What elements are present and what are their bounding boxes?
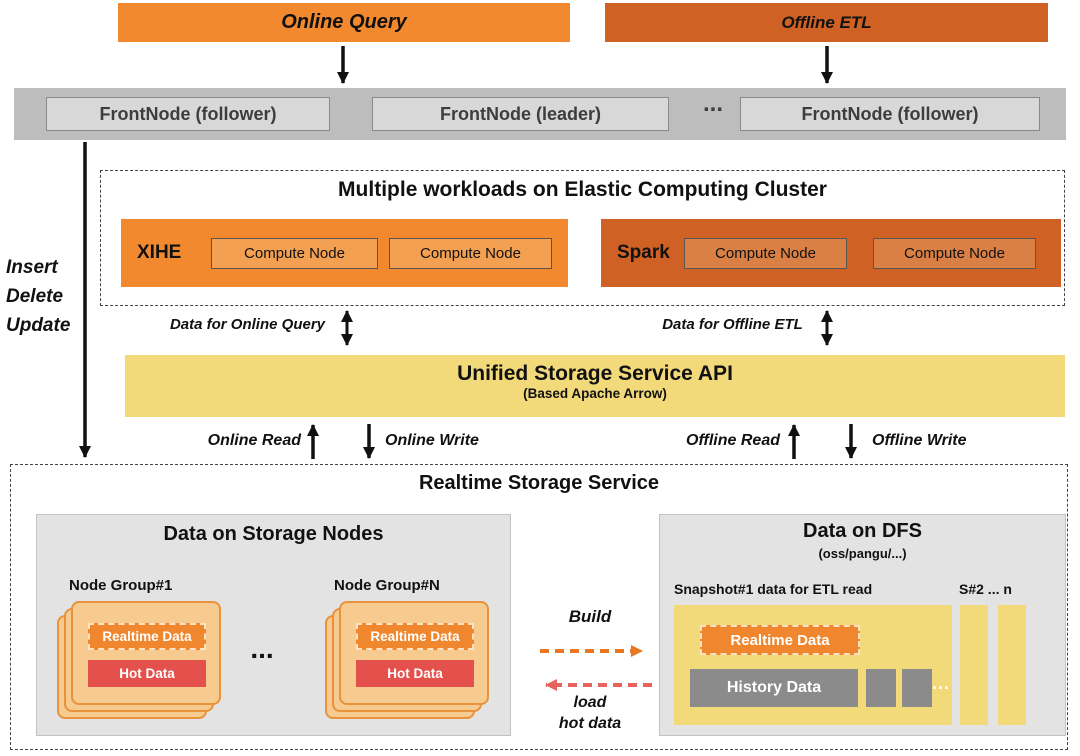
- storage-nodes-panel: Data on Storage Nodes Node Group#1 Node …: [36, 514, 511, 736]
- hot-data-box: Hot Data: [88, 660, 206, 687]
- insert-label: Insert: [6, 257, 58, 278]
- dfs-subtitle: (oss/pangu/...): [818, 546, 907, 561]
- node-groups-ellipsis: ...: [250, 633, 274, 664]
- online-query-box: Online Query: [118, 3, 570, 42]
- hot-data-box: Hot Data: [356, 660, 474, 687]
- load-hot-data-label: load hot data: [558, 694, 622, 732]
- node-group-n-label: Node Group#N: [334, 577, 440, 594]
- offline-write-label: Offline Write: [872, 432, 967, 449]
- build-label: Build: [568, 607, 612, 626]
- dfs-title: Data on DFS: [803, 520, 922, 542]
- realtime-data-box: Realtime Data: [356, 623, 474, 650]
- data-for-online-query-label: Data for Online Query: [169, 316, 326, 333]
- realtime-storage-title: Realtime Storage Service: [418, 472, 660, 494]
- frontnode-follower-1: FrontNode (follower): [46, 97, 330, 131]
- snapshot-strip-2: [960, 605, 988, 725]
- frontnode-leader: FrontNode (leader): [372, 97, 669, 131]
- offline-etl-box: Offline ETL: [605, 3, 1048, 42]
- stack-card-front: Realtime Data Hot Data: [339, 601, 489, 705]
- delete-label: Delete: [6, 286, 64, 307]
- frontnode-ellipsis: ...: [702, 90, 723, 117]
- offline-etl-label: Offline ETL: [781, 12, 872, 32]
- update-label: Update: [6, 315, 71, 336]
- node-group-1-label: Node Group#1: [69, 577, 173, 594]
- storage-nodes-title: Data on Storage Nodes: [163, 523, 384, 545]
- xihe-compute-node-1: Compute Node: [211, 238, 378, 269]
- realtime-storage-service-box: Realtime Storage Service Data on Storage…: [10, 464, 1068, 750]
- online-read-label: Online Read: [207, 432, 301, 449]
- computing-cluster-box: Multiple workloads on Elastic Computing …: [100, 170, 1065, 306]
- xihe-label: XIHE: [137, 242, 182, 263]
- online-query-label: Online Query: [281, 11, 407, 33]
- crud-labels: Insert Delete Update: [6, 253, 92, 340]
- dfs-panel: Data on DFS (oss/pangu/...) Snapshot#1 d…: [659, 514, 1066, 736]
- frontnode-follower-2: FrontNode (follower): [740, 97, 1040, 131]
- unified-storage-api-bar: Unified Storage Service API (Based Apach…: [125, 355, 1065, 417]
- snapshot-more-label: S#2 ... n: [959, 581, 1012, 597]
- snapshot-box: Realtime Data History Data ...: [674, 605, 952, 725]
- snapshot-strip-n: [998, 605, 1026, 725]
- dfs-history-block-1: [866, 669, 896, 707]
- xihe-engine-box: XIHE Compute Node Compute Node: [121, 219, 568, 287]
- realtime-data-box: Realtime Data: [88, 623, 206, 650]
- data-for-offline-etl-label: Data for Offline ETL: [662, 316, 803, 333]
- spark-compute-node-2: Compute Node: [873, 238, 1036, 269]
- xihe-compute-node-2: Compute Node: [389, 238, 552, 269]
- dfs-realtime-data-box: Realtime Data: [700, 625, 860, 655]
- offline-read-label: Offline Read: [686, 432, 780, 449]
- cluster-title: Multiple workloads on Elastic Computing …: [338, 178, 827, 201]
- dfs-history-ellipsis: ...: [932, 673, 951, 693]
- spark-engine-box: Spark Compute Node Compute Node: [601, 219, 1061, 287]
- node-group-n-stack: Realtime Data Hot Data: [325, 601, 491, 723]
- spark-compute-node-1: Compute Node: [684, 238, 847, 269]
- spark-label: Spark: [617, 242, 670, 263]
- node-group-1-stack: Realtime Data Hot Data: [57, 601, 223, 723]
- frontnode-bar: FrontNode (follower) FrontNode (leader) …: [14, 88, 1066, 140]
- api-title: Unified Storage Service API: [457, 362, 733, 385]
- dfs-history-block-2: [902, 669, 932, 707]
- snapshot-label: Snapshot#1 data for ETL read: [674, 581, 873, 597]
- stack-card-front: Realtime Data Hot Data: [71, 601, 221, 705]
- online-write-label: Online Write: [385, 432, 479, 449]
- api-subtitle: (Based Apache Arrow): [523, 386, 667, 401]
- dfs-history-data-box: History Data: [690, 669, 858, 707]
